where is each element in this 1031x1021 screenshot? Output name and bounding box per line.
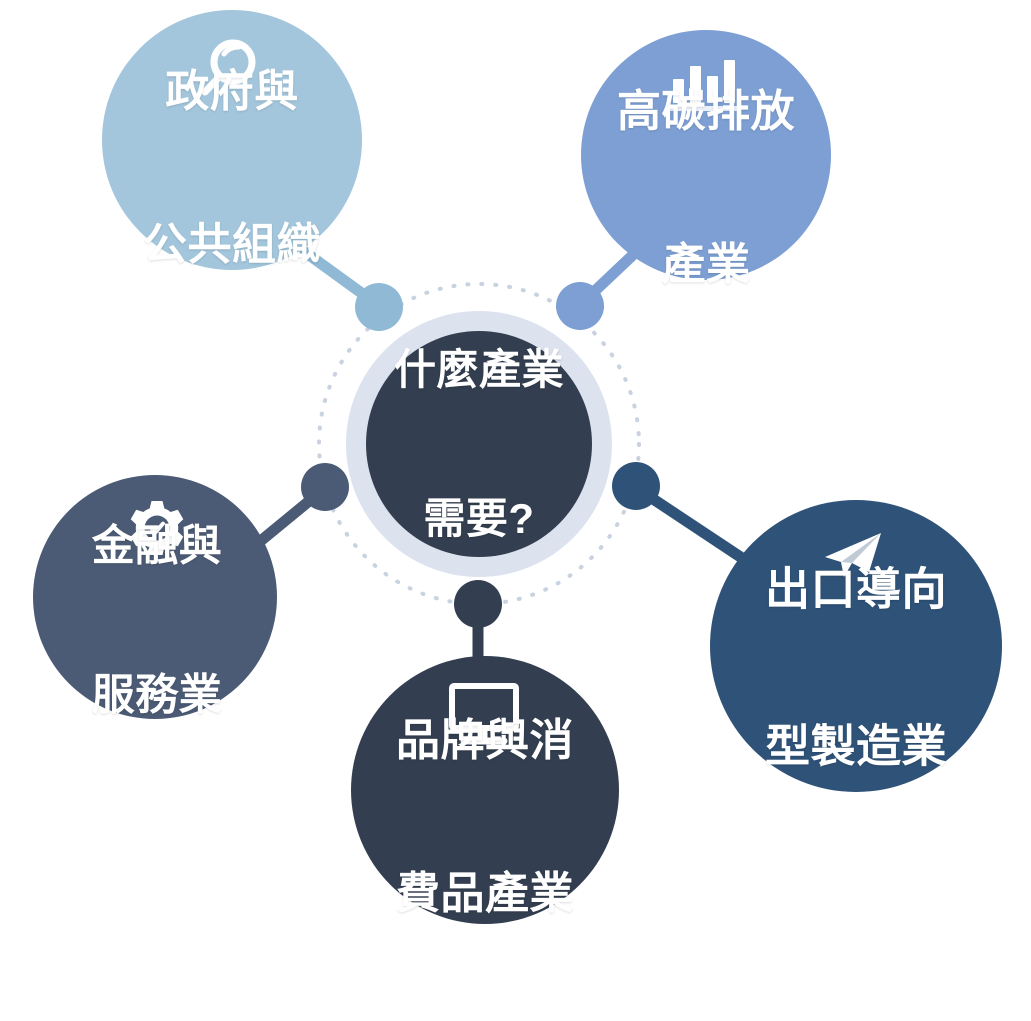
bar-chart-icon [668,60,740,111]
node-circle-high-carbon-emission-industries[interactable] [581,30,831,280]
paper-plane-icon [825,533,881,577]
monitor-icon [449,683,519,745]
search-icon [201,39,256,96]
diagram-canvas [33,10,1002,924]
hub-label: 什麼產業 需要? [329,246,629,642]
node-circle-brand-and-consumer-goods[interactable] [351,656,619,924]
hub-label-line2: 需要? [423,494,535,542]
connector-dot-finance-and-services [301,463,349,511]
node-circle-government-public-organizations[interactable] [102,10,362,270]
connector-dot-export-oriented-manufacturing [612,462,660,510]
gear-check-icon [130,501,184,555]
hub-label-line1: 什麼產業 [393,345,564,393]
infographic-diagram: 什麼產業 需要? 政府與 公共組織 高碳排放 產業 金融與 服務業 出口導向 型… [33,10,1002,924]
connector-dot-high-carbon-emission-industries [556,282,604,330]
node-circle-export-oriented-manufacturing[interactable] [710,500,1002,792]
connector-dot-brand-and-consumer-goods [454,580,502,628]
node-circle-finance-and-services[interactable] [33,475,277,719]
hub-circle [366,331,592,557]
connector-dot-government-public-organizations [355,283,403,331]
